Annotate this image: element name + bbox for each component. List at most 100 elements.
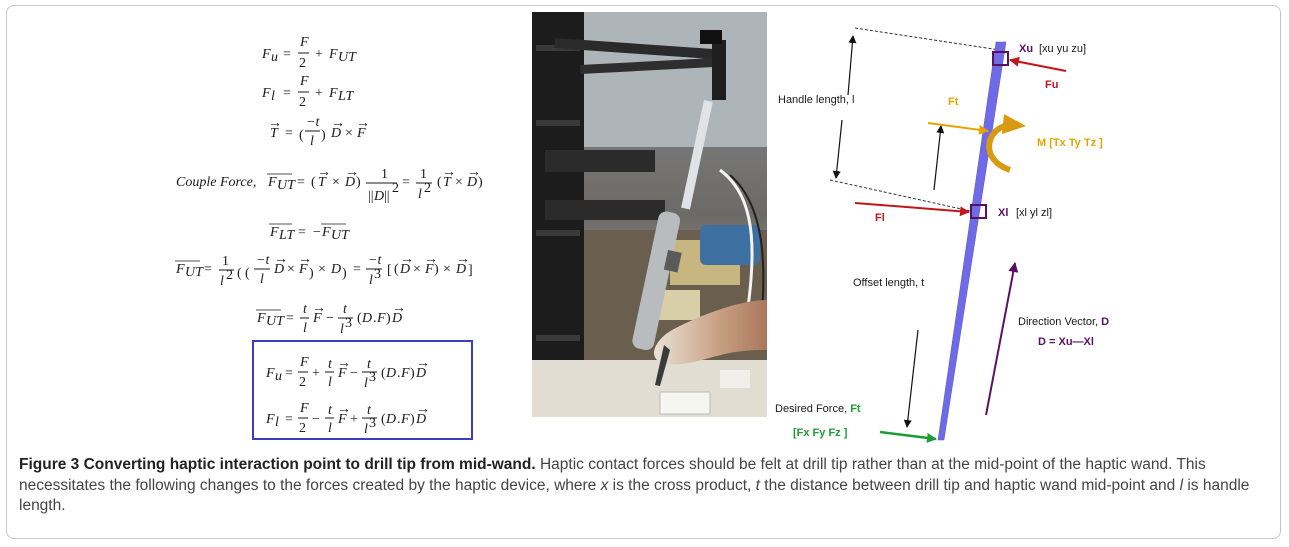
svg-text:→: → [312, 301, 326, 316]
svg-text:F: F [265, 366, 275, 381]
svg-text:F: F [337, 412, 347, 427]
svg-text:→: → [416, 356, 430, 371]
handle-top-guide [854, 27, 1001, 51]
svg-text:D: D [415, 366, 426, 381]
svg-text:.: . [373, 311, 377, 326]
ft-arrow [927, 122, 989, 135]
svg-text:2: 2 [299, 375, 306, 390]
xu-label-coords: [xu yu zu] [1039, 43, 1086, 55]
svg-text:UT: UT [185, 265, 204, 280]
svg-text:l: l [364, 422, 368, 437]
svg-text:(: ( [311, 175, 316, 190]
caption-t-var: t [755, 476, 760, 494]
svg-text:t: t [328, 403, 333, 418]
svg-text:→: → [392, 301, 406, 316]
svg-text:→: → [298, 252, 312, 267]
direction-vector-label: Direction Vector, D [1018, 316, 1109, 328]
svg-text:3: 3 [369, 416, 376, 431]
svg-text:F: F [175, 262, 185, 277]
svg-text:D: D [455, 262, 466, 277]
svg-text:||: || [384, 189, 390, 204]
svg-text:=: = [204, 262, 212, 277]
fl-arrow [854, 202, 970, 217]
force-diagram: Xu [xu yu zu] Fu Handle length, l Ft M [… [775, 27, 1109, 443]
svg-text:D: D [385, 412, 396, 427]
svg-text:D: D [415, 412, 426, 427]
svg-text:2: 2 [299, 421, 306, 436]
svg-text:(: ( [237, 266, 242, 281]
svg-text:+: + [312, 366, 320, 381]
caption-x-var: x [600, 476, 609, 494]
svg-text:2: 2 [392, 181, 399, 196]
svg-text:D: D [373, 189, 384, 204]
svg-text:F: F [328, 86, 338, 101]
xl-label-bold: Xl [998, 207, 1008, 219]
svg-text:=: = [402, 175, 410, 190]
ft-top-label: Ft [948, 96, 959, 108]
offset-length-arrow-top [933, 125, 945, 191]
svg-text:−t: −t [306, 115, 320, 130]
fu-label: Fu [1045, 79, 1058, 91]
handle-length-arrow-bottom [832, 119, 843, 179]
svg-text:−: − [350, 366, 358, 381]
xl-label-coords: [xl yl zl] [1016, 207, 1052, 219]
caption-text-4: is handle length. [19, 476, 1250, 515]
handle-length-label: Handle length, l [778, 94, 854, 106]
svg-text:+: + [315, 86, 323, 101]
svg-text:(: ( [245, 266, 250, 281]
svg-text:→: → [456, 252, 470, 267]
svg-text:l: l [418, 187, 422, 202]
svg-text:→: → [467, 165, 481, 180]
svg-text:×: × [318, 262, 326, 277]
svg-text:D: D [399, 262, 410, 277]
svg-text:F: F [328, 47, 338, 62]
svg-text:T: T [318, 175, 327, 190]
svg-text:×: × [443, 262, 451, 277]
svg-text:T: T [443, 175, 452, 190]
svg-text:): ) [478, 175, 483, 190]
svg-text:F: F [299, 355, 309, 370]
svg-text:l: l [328, 375, 332, 390]
svg-text:F: F [261, 86, 271, 101]
svg-text:l: l [220, 274, 224, 289]
svg-text:3: 3 [345, 316, 352, 331]
svg-text:=: = [283, 86, 291, 101]
svg-text:): ) [309, 266, 314, 281]
svg-text:l: l [260, 272, 264, 287]
svg-text:=: = [285, 366, 293, 381]
svg-text:→: → [337, 356, 351, 371]
svg-text:l: l [310, 134, 314, 149]
svg-text:||: || [368, 189, 374, 204]
svg-text:F: F [265, 412, 275, 427]
svg-text:→: → [400, 252, 414, 267]
svg-text:F: F [256, 311, 266, 326]
moment-arrow [986, 122, 1012, 173]
svg-text:F: F [261, 47, 271, 62]
svg-text:=: = [297, 175, 305, 190]
svg-text:=: = [285, 126, 293, 141]
svg-text:→: → [442, 165, 456, 180]
svg-text:D: D [273, 262, 284, 277]
svg-text:(: ( [357, 311, 362, 326]
svg-text:t: t [343, 302, 348, 317]
svg-text:→: → [337, 402, 351, 417]
fl-label: Fl [875, 212, 885, 224]
d-equation-label: D = Xu—Xl [1038, 336, 1094, 348]
offset-length-arrow-bottom [903, 329, 919, 428]
svg-text:→: → [424, 252, 438, 267]
svg-text:→: → [416, 402, 430, 417]
svg-text:(: ( [299, 128, 304, 143]
svg-text:×: × [413, 262, 421, 277]
offset-length-label: Offset length, t [853, 277, 924, 289]
svg-text:UT: UT [277, 178, 296, 193]
svg-text:l: l [303, 321, 307, 336]
svg-text:): ) [434, 262, 439, 277]
svg-text:−: − [326, 311, 334, 326]
svg-text:=: = [298, 225, 306, 240]
svg-text:): ) [342, 266, 347, 281]
svg-text:]: ] [468, 263, 473, 278]
